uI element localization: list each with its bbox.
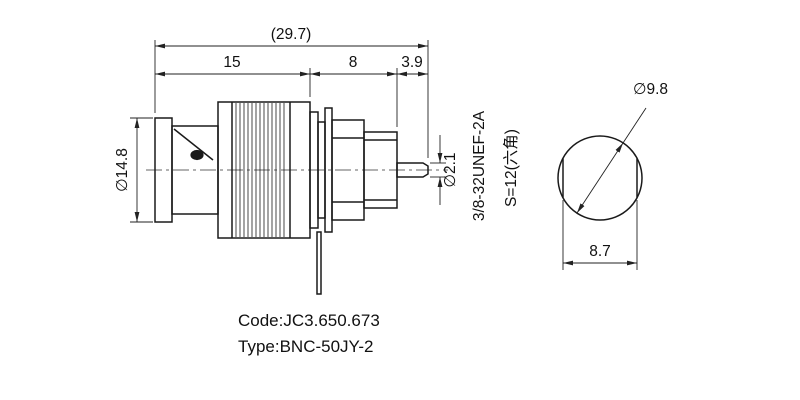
bayonet-pin xyxy=(190,149,204,161)
dimension-lines xyxy=(130,40,647,270)
bayonet-slot-line xyxy=(173,128,214,161)
code-label: Code:JC3.650.673 xyxy=(238,311,380,330)
dim-front-length: 15 xyxy=(223,54,240,71)
center-pin xyxy=(396,162,429,178)
connector-side-view xyxy=(146,101,448,295)
hex-size-label: S=12(六角) xyxy=(502,129,520,207)
thread-spec-label: 3/8-32UNEF-2A xyxy=(471,110,488,221)
dim-pin-length: 3.9 xyxy=(401,54,423,71)
connector-end-view xyxy=(557,135,643,221)
dim-overall-length: (29.7) xyxy=(271,26,312,43)
dim-front-diameter: ∅14.8 xyxy=(114,148,131,192)
solder-lug xyxy=(316,231,322,295)
dim-rear-across-flats: 8.7 xyxy=(589,243,611,260)
dim-mid-length: 8 xyxy=(349,54,358,71)
type-label: Type:BNC-50JY-2 xyxy=(238,337,373,356)
dim-pin-diameter: ∅2.1 xyxy=(442,152,459,187)
knurl-lines xyxy=(235,103,285,237)
rear-body-circle xyxy=(557,135,643,221)
dim-rear-diameter: ∅9.8 xyxy=(633,81,668,98)
